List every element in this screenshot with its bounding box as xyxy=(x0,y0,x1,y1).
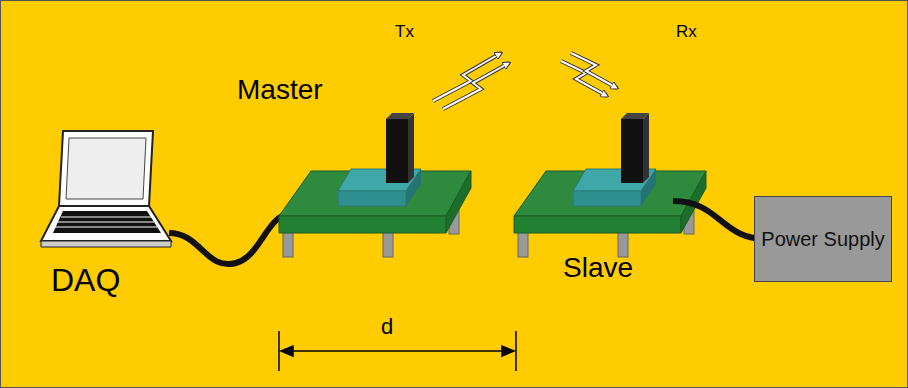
cable xyxy=(169,213,291,264)
device-label: Master xyxy=(237,75,323,106)
tx-signal xyxy=(433,53,509,109)
slave-board xyxy=(514,113,706,257)
laptop xyxy=(41,131,171,247)
dimension-label: d xyxy=(381,315,393,339)
box-text: Power Supply xyxy=(761,227,884,252)
rx-signal xyxy=(561,53,617,96)
device-label: Slave xyxy=(563,253,633,284)
master-board xyxy=(279,113,471,257)
device-label: DAQ xyxy=(51,263,120,298)
signal-label: Tx xyxy=(395,23,414,42)
dimension-line xyxy=(279,331,516,371)
signal-label: Rx xyxy=(676,23,697,42)
power-supply-box: Power Supply xyxy=(754,196,892,282)
